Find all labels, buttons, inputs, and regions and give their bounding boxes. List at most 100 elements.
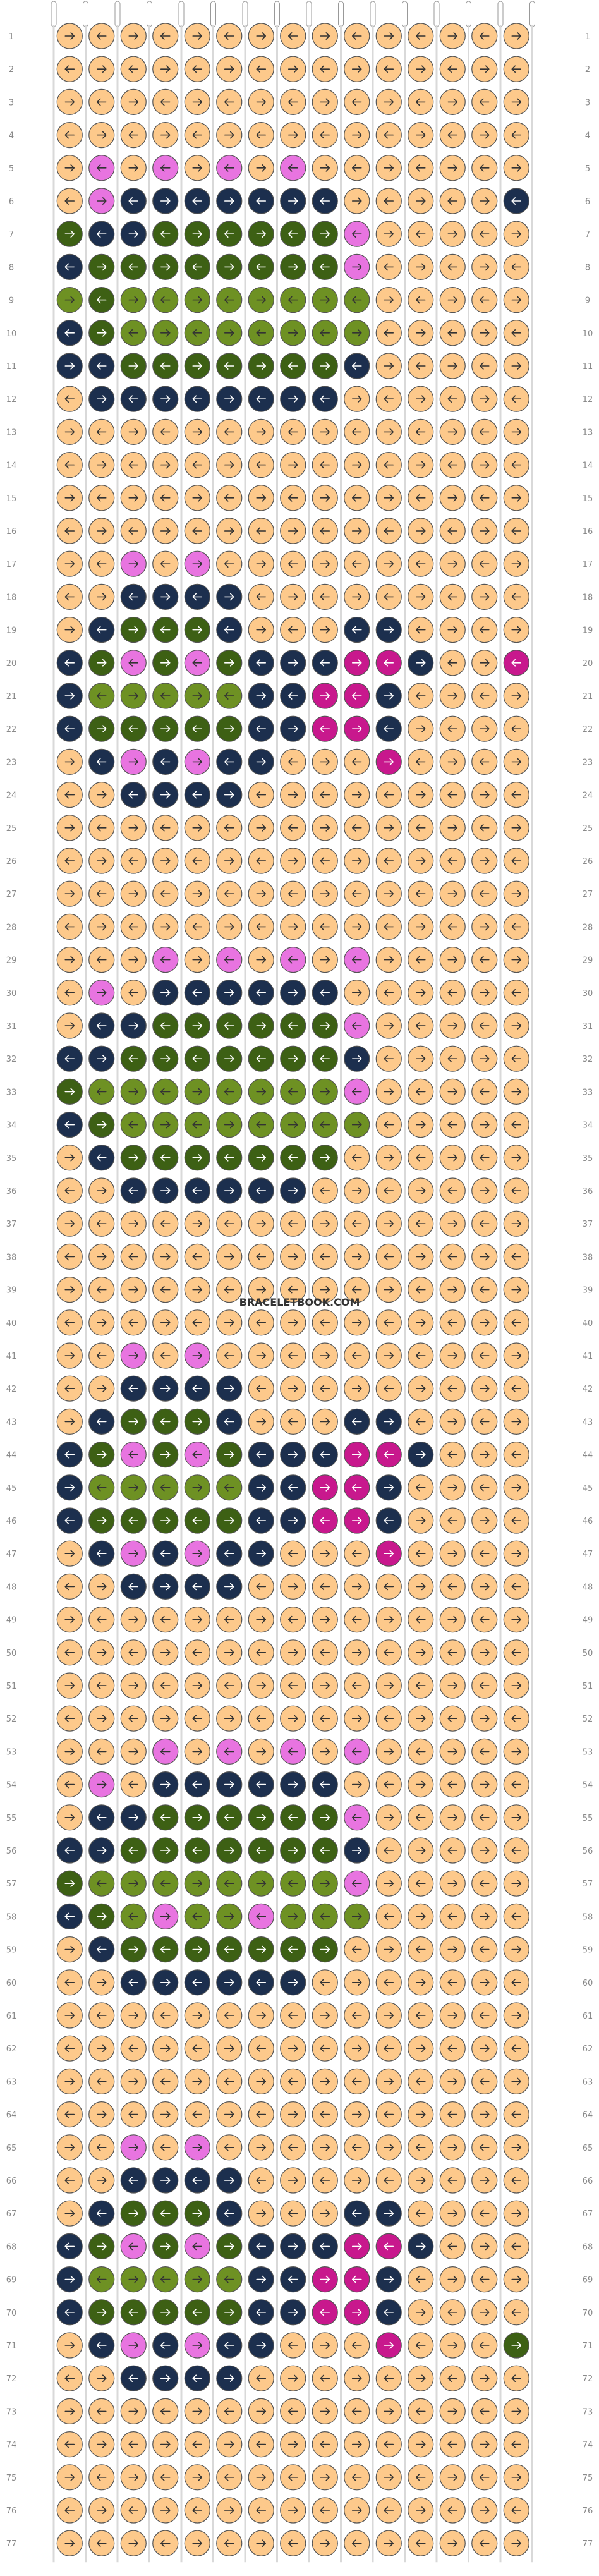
knot[interactable]	[280, 880, 306, 907]
knot[interactable]	[152, 2035, 179, 2062]
knot[interactable]	[503, 1145, 529, 1171]
knot[interactable]	[503, 2035, 529, 2062]
knot[interactable]	[88, 2233, 115, 2259]
knot[interactable]	[248, 56, 274, 82]
knot[interactable]	[56, 23, 83, 49]
knot[interactable]	[56, 2464, 83, 2491]
knot[interactable]	[312, 913, 338, 940]
knot[interactable]	[56, 1607, 83, 1633]
knot[interactable]	[280, 1375, 306, 1402]
knot[interactable]	[120, 122, 147, 149]
knot[interactable]	[439, 253, 466, 280]
knot[interactable]	[56, 2398, 83, 2424]
knot[interactable]	[120, 1210, 147, 1237]
knot[interactable]	[248, 1804, 274, 1831]
knot[interactable]	[375, 880, 402, 907]
knot[interactable]	[471, 1969, 498, 1996]
knot[interactable]	[120, 1111, 147, 1138]
knot[interactable]	[344, 320, 370, 346]
knot[interactable]	[216, 221, 243, 247]
knot[interactable]	[312, 748, 338, 775]
knot[interactable]	[312, 1210, 338, 1237]
knot[interactable]	[56, 320, 83, 346]
knot[interactable]	[216, 1936, 243, 1963]
knot[interactable]	[503, 1771, 529, 1798]
knot[interactable]	[280, 1573, 306, 1600]
knot[interactable]	[312, 2332, 338, 2359]
knot[interactable]	[312, 815, 338, 841]
knot[interactable]	[88, 2530, 115, 2556]
knot[interactable]	[248, 1177, 274, 1204]
knot[interactable]	[375, 2398, 402, 2424]
knot[interactable]	[312, 2530, 338, 2556]
knot[interactable]	[408, 1705, 434, 1732]
knot[interactable]	[152, 2233, 179, 2259]
knot[interactable]	[280, 583, 306, 611]
knot[interactable]	[120, 1045, 147, 1072]
knot[interactable]	[248, 2002, 274, 2029]
knot[interactable]	[312, 287, 338, 313]
knot[interactable]	[152, 2266, 179, 2293]
knot[interactable]	[184, 2431, 210, 2458]
knot[interactable]	[88, 781, 115, 808]
knot[interactable]	[248, 913, 274, 940]
knot[interactable]	[152, 2431, 179, 2458]
knot[interactable]	[439, 781, 466, 808]
knot[interactable]	[280, 946, 306, 973]
knot[interactable]	[344, 2002, 370, 2029]
knot[interactable]	[248, 2101, 274, 2128]
knot[interactable]	[120, 1342, 147, 1369]
knot[interactable]	[408, 1639, 434, 1666]
knot[interactable]	[375, 1276, 402, 1303]
knot[interactable]	[88, 583, 115, 611]
knot[interactable]	[375, 1771, 402, 1798]
knot[interactable]	[184, 2464, 210, 2491]
knot[interactable]	[248, 583, 274, 611]
knot[interactable]	[280, 221, 306, 247]
knot[interactable]	[439, 1078, 466, 1105]
knot[interactable]	[408, 23, 434, 49]
knot[interactable]	[439, 1145, 466, 1171]
knot[interactable]	[184, 56, 210, 82]
knot[interactable]	[88, 2134, 115, 2161]
knot[interactable]	[56, 518, 83, 544]
knot[interactable]	[120, 418, 147, 446]
knot[interactable]	[439, 485, 466, 511]
knot[interactable]	[439, 1804, 466, 1831]
knot[interactable]	[503, 451, 529, 478]
knot[interactable]	[88, 913, 115, 940]
knot[interactable]	[280, 2134, 306, 2161]
knot[interactable]	[152, 287, 179, 313]
knot[interactable]	[216, 1672, 243, 1699]
knot[interactable]	[439, 2431, 466, 2458]
knot[interactable]	[312, 2167, 338, 2194]
knot[interactable]	[120, 1012, 147, 1039]
knot[interactable]	[344, 253, 370, 280]
knot[interactable]	[280, 1045, 306, 1072]
knot[interactable]	[56, 1639, 83, 1666]
knot[interactable]	[471, 946, 498, 973]
knot[interactable]	[312, 2134, 338, 2161]
knot[interactable]	[248, 1145, 274, 1171]
knot[interactable]	[375, 1672, 402, 1699]
knot[interactable]	[344, 2167, 370, 2194]
knot[interactable]	[439, 715, 466, 742]
knot[interactable]	[408, 88, 434, 115]
knot[interactable]	[216, 1573, 243, 1600]
knot[interactable]	[312, 1870, 338, 1897]
knot[interactable]	[120, 287, 147, 313]
knot[interactable]	[375, 1145, 402, 1171]
knot[interactable]	[56, 1573, 83, 1600]
knot[interactable]	[88, 1078, 115, 1105]
knot[interactable]	[312, 715, 338, 742]
knot[interactable]	[471, 1111, 498, 1138]
knot[interactable]	[184, 946, 210, 973]
knot[interactable]	[375, 23, 402, 49]
knot[interactable]	[216, 650, 243, 676]
knot[interactable]	[408, 781, 434, 808]
knot[interactable]	[312, 1771, 338, 1798]
knot[interactable]	[375, 1903, 402, 1929]
knot[interactable]	[184, 683, 210, 709]
knot[interactable]	[503, 1969, 529, 1996]
knot[interactable]	[88, 1442, 115, 1468]
